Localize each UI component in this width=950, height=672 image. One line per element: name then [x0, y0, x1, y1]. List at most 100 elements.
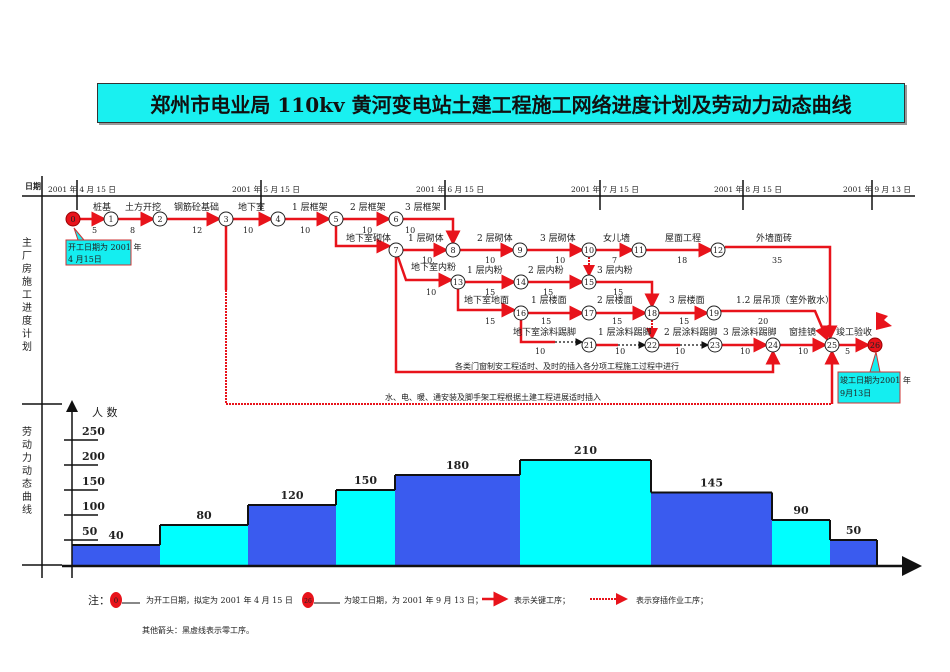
activity-duration: 12 [192, 226, 202, 235]
side-char: 动 [22, 465, 32, 477]
activity-duration: 10 [740, 347, 750, 356]
date-label: 2001 年 6 月 15 日 [416, 184, 484, 194]
activity-name: 1 层楼面 [531, 294, 567, 306]
node-12: 12 [710, 242, 726, 258]
svg-text:10: 10 [584, 246, 594, 255]
activity-name: 地下室 [238, 201, 265, 213]
svg-text:26: 26 [870, 341, 880, 350]
activity-duration: 15 [541, 317, 551, 326]
svg-text:24: 24 [768, 341, 778, 350]
node-25: 25 [824, 337, 840, 353]
side-char: 施 [22, 275, 32, 288]
svg-text:6: 6 [393, 215, 398, 224]
end-note-2: 9月13日 [840, 389, 871, 398]
side-char: 进 [22, 302, 32, 314]
svg-text:23: 23 [710, 341, 720, 350]
activity-name: 地下室内粉 [411, 261, 456, 273]
node-16: 16 [513, 305, 529, 321]
labor-bar [395, 475, 520, 565]
activity-name: 土方开挖 [125, 201, 161, 213]
bar-value-label: 50 [846, 524, 862, 537]
node-18: 18 [644, 305, 660, 321]
activity-name: 1 层砌体 [408, 232, 444, 244]
side-char: 主 [22, 237, 32, 249]
side-char: 态 [22, 477, 32, 490]
activity-name: 1 层内粉 [467, 264, 503, 276]
activity-duration: 10 [422, 256, 432, 265]
svg-text:14: 14 [516, 278, 526, 287]
bar-value-label: 145 [700, 477, 723, 490]
legend-start: 为开工日期，拟定为 2001 年 4 月 15 日 [146, 595, 293, 605]
svg-text:22: 22 [647, 341, 657, 350]
labor-bar [72, 545, 160, 565]
activity-name: 桩基 [93, 201, 111, 213]
activity-duration: 15 [613, 288, 623, 297]
activity-duration: 15 [485, 317, 495, 326]
doors-note: 各类门窗制安工程适时、及时的插入各分项工程施工过程中进行 [455, 361, 679, 371]
date-label: 2001 年 9 月 13 日 [843, 184, 911, 194]
activity-duration: 18 [677, 256, 687, 265]
node-2: 2 [152, 211, 168, 227]
node-1: 1 [103, 211, 119, 227]
start-node-icon [110, 592, 122, 608]
activity-duration: 15 [485, 288, 495, 297]
side-char: 线 [22, 503, 32, 516]
activity-name: 3 层框架 [405, 201, 441, 213]
labor-bar [830, 540, 877, 565]
y-tick-label: 200 [82, 450, 105, 463]
activity-duration: 35 [772, 256, 782, 265]
activity-duration: 10 [615, 347, 625, 356]
activity-duration: 8 [130, 226, 135, 235]
legend-end: 为竣工日期，为 2001 年 9 月 13 日； [344, 595, 483, 605]
svg-text:15: 15 [584, 278, 594, 287]
activity-duration: 10 [426, 288, 436, 297]
activity-duration: 20 [758, 317, 768, 326]
date-label: 2001 年 4 月 15 日 [48, 184, 116, 194]
activity-name: 1 层涂料踢脚 [598, 326, 652, 338]
activity-name: 3 层涂料踢脚 [723, 326, 777, 338]
legend-title: 注： [88, 593, 110, 607]
activity-name: 女儿墙 [603, 232, 630, 244]
date-label: 2001 年 8 月 15 日 [714, 184, 782, 194]
node-5: 5 [328, 211, 344, 227]
activity-name: 3 层楼面 [669, 294, 705, 306]
node-8: 8 [445, 242, 461, 258]
y-tick-label: 50 [82, 525, 98, 538]
activity-duration: 10 [535, 347, 545, 356]
side-char: 计 [22, 327, 32, 340]
node-17: 17 [581, 305, 597, 321]
labor-bar [160, 525, 248, 565]
labor-bar [336, 490, 395, 565]
y-tick-label: 100 [82, 500, 105, 513]
activity-name: 竣工验收 [836, 326, 872, 338]
date-label: 日期 [25, 181, 41, 191]
activity-name: 地下室涂料踢脚 [513, 326, 576, 338]
svg-text:11: 11 [634, 246, 644, 255]
labor-side-label: 劳动力动态曲线 [22, 425, 32, 516]
edges [79, 211, 871, 405]
svg-text:9: 9 [517, 246, 522, 255]
end-note-1: 竣工日期为2001 年 [840, 375, 911, 385]
svg-text:12: 12 [713, 246, 723, 255]
start-note-2: 4 月15日 [68, 255, 102, 264]
legend-critical: 表示关键工序； [514, 595, 570, 605]
finish-flag-icon [876, 312, 892, 338]
side-char: 力 [22, 451, 32, 464]
end-node-icon [302, 592, 314, 608]
activity-name: 2 层砌体 [477, 232, 513, 244]
side-char: 劳 [22, 425, 32, 438]
legend-insert: 表示穿插作业工序； [636, 595, 708, 605]
side-char: 度 [22, 314, 32, 327]
node-24: 24 [765, 337, 781, 353]
activity-name: 2 层框架 [350, 201, 386, 213]
side-char: 房 [22, 262, 32, 275]
side-char: 划 [22, 340, 32, 353]
activity-duration: 10 [243, 226, 253, 235]
legend: 注： 0 为开工日期，拟定为 2001 年 4 月 15 日 26 为竣工日期，… [88, 591, 708, 635]
activity-duration: 10 [555, 256, 565, 265]
page-title: 郑州市电业局 110kv 黄河变电站土建工程施工网络进度计划及劳动力动态曲线 [97, 83, 905, 123]
node-21: 21 [581, 337, 597, 353]
svg-text:21: 21 [584, 341, 594, 350]
